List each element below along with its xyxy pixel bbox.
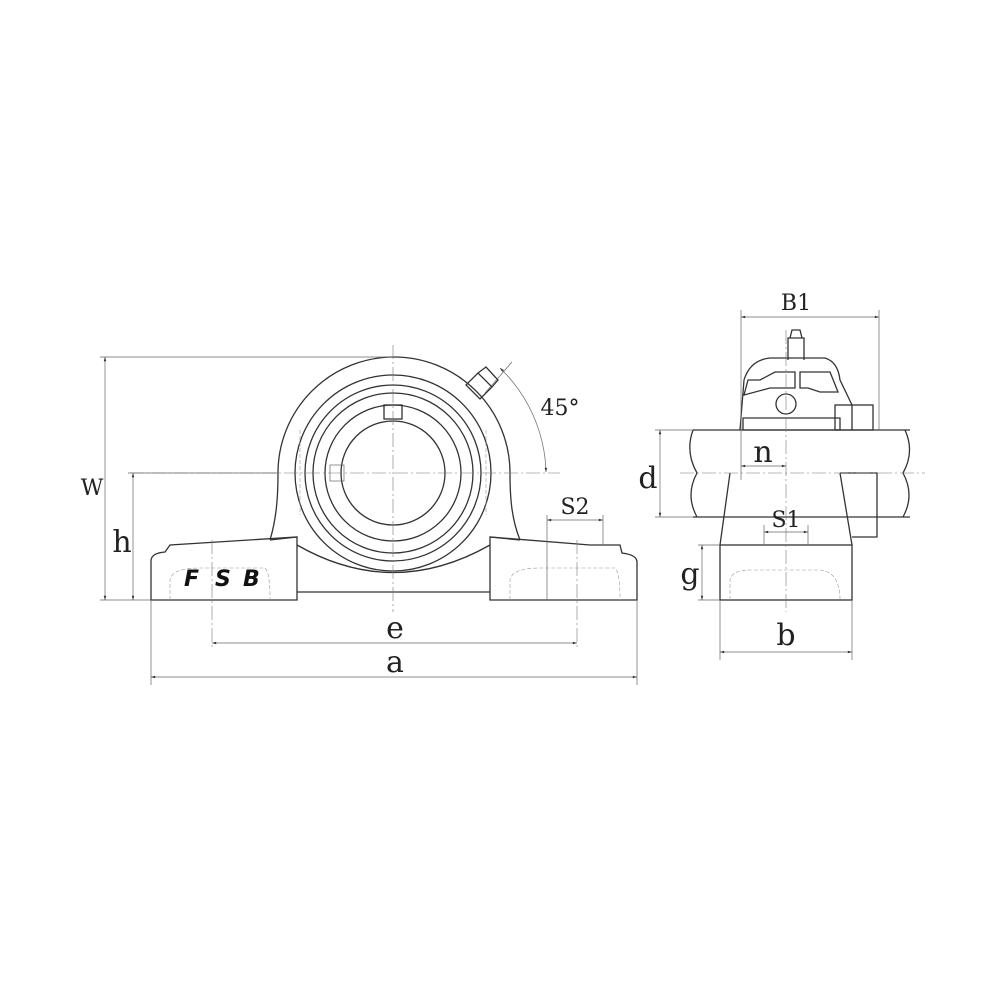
side-view: B1 d n S1 g b bbox=[638, 291, 925, 660]
grease-nipple-side bbox=[787, 329, 805, 360]
pedestal bbox=[719, 472, 853, 546]
label-h: h bbox=[112, 525, 131, 560]
label-angle: 45° bbox=[541, 396, 580, 421]
dim-angle bbox=[499, 367, 548, 473]
fsb-logo: F S B bbox=[184, 567, 260, 592]
housing-bottom bbox=[296, 544, 491, 574]
base-left bbox=[150, 536, 298, 601]
housing-cap bbox=[739, 357, 853, 431]
extension-lines bbox=[100, 356, 638, 685]
angle-leader bbox=[484, 361, 513, 394]
label-W: W bbox=[81, 476, 104, 501]
label-e: e bbox=[386, 611, 404, 646]
front-view: W h e a S2 45° F S B bbox=[81, 345, 638, 685]
svg-text:B: B bbox=[243, 567, 260, 592]
base-right bbox=[489, 536, 638, 601]
label-d: d bbox=[638, 461, 657, 496]
bolt-slot-hidden bbox=[169, 567, 621, 601]
svg-text:F: F bbox=[184, 567, 199, 592]
label-g: g bbox=[680, 557, 699, 592]
label-S2: S2 bbox=[560, 495, 589, 520]
housing-fillet bbox=[269, 536, 521, 541]
side-extension-lines bbox=[655, 310, 880, 660]
slot-hidden bbox=[729, 569, 841, 601]
label-B1: B1 bbox=[781, 291, 811, 316]
label-S1: S1 bbox=[771, 508, 800, 533]
grease-nipple bbox=[465, 366, 499, 400]
svg-text:S: S bbox=[215, 567, 231, 592]
hidden-lines bbox=[299, 430, 487, 515]
label-a: a bbox=[386, 645, 404, 680]
set-screw-collar bbox=[834, 404, 874, 431]
label-b: b bbox=[776, 618, 795, 653]
label-n: n bbox=[753, 435, 772, 470]
section-hatch bbox=[742, 371, 841, 431]
bolt-centerlines bbox=[211, 540, 578, 650]
